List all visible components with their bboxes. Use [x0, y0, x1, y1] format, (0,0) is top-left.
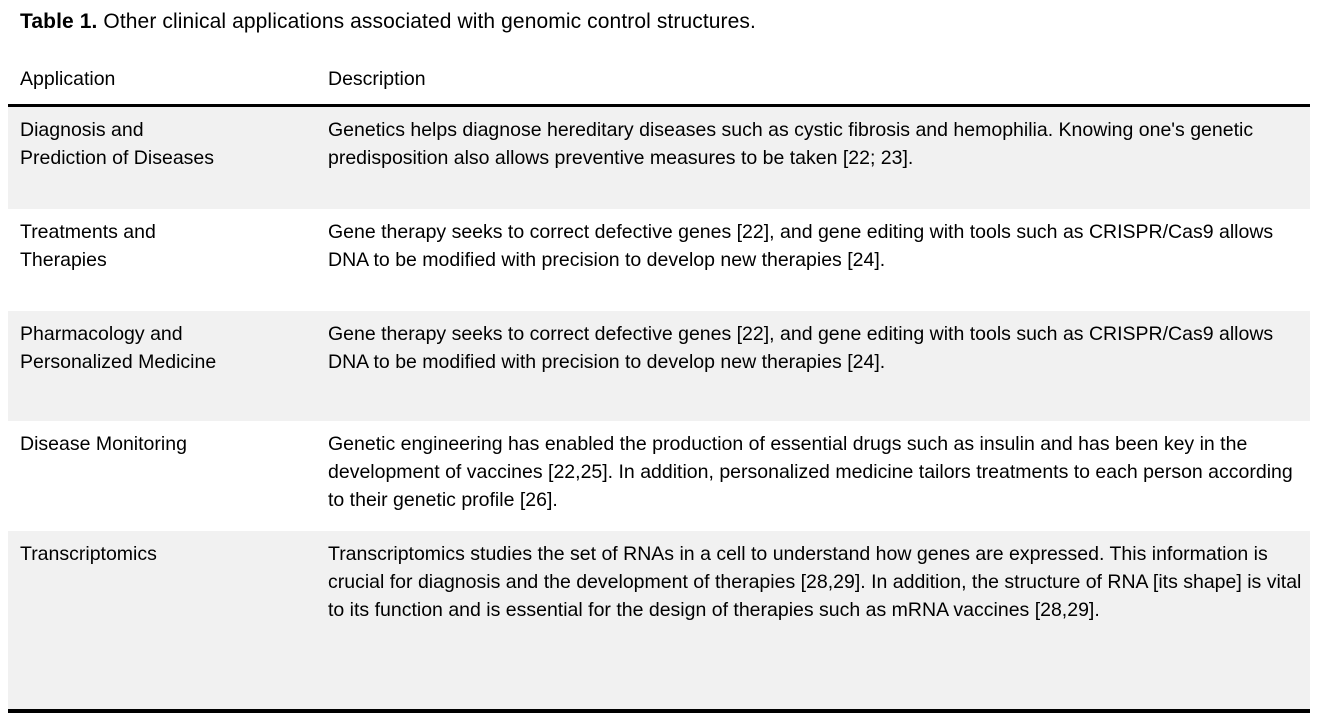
clinical-applications-table: Application Description Diagnosis and Pr…	[8, 62, 1310, 713]
table-caption: Table 1. Other clinical applications ass…	[20, 8, 1310, 36]
table-row: Pharmacology and Personalized Medicine G…	[8, 311, 1310, 421]
cell-application: Transcriptomics	[8, 531, 316, 713]
table-row: Treatments and Therapies Gene therapy se…	[8, 209, 1310, 311]
table-head: Application Description	[8, 62, 1310, 107]
column-header-application: Application	[8, 62, 316, 107]
cell-description: Genetic engineering has enabled the prod…	[316, 421, 1310, 531]
table-container: Application Description Diagnosis and Pr…	[8, 62, 1310, 713]
cell-description: Transcriptomics studies the set of RNAs …	[316, 531, 1310, 713]
cell-application: Pharmacology and Personalized Medicine	[8, 311, 316, 421]
table-header-row: Application Description	[8, 62, 1310, 107]
cell-description: Gene therapy seeks to correct defective …	[316, 311, 1310, 421]
table-row: Transcriptomics Transcriptomics studies …	[8, 531, 1310, 713]
cell-application: Diagnosis and Prediction of Diseases	[8, 105, 316, 209]
cell-description: Genetics helps diagnose hereditary disea…	[316, 105, 1310, 209]
caption-label: Table 1.	[20, 10, 98, 33]
table-body: Diagnosis and Prediction of Diseases Gen…	[8, 105, 1310, 713]
table-row: Disease Monitoring Genetic engineering h…	[8, 421, 1310, 531]
cell-application: Treatments and Therapies	[8, 209, 316, 311]
caption-text: Other clinical applications associated w…	[97, 10, 756, 33]
table-row: Diagnosis and Prediction of Diseases Gen…	[8, 105, 1310, 209]
cell-description: Gene therapy seeks to correct defective …	[316, 209, 1310, 311]
column-header-description: Description	[316, 62, 1310, 107]
cell-application: Disease Monitoring	[8, 421, 316, 531]
